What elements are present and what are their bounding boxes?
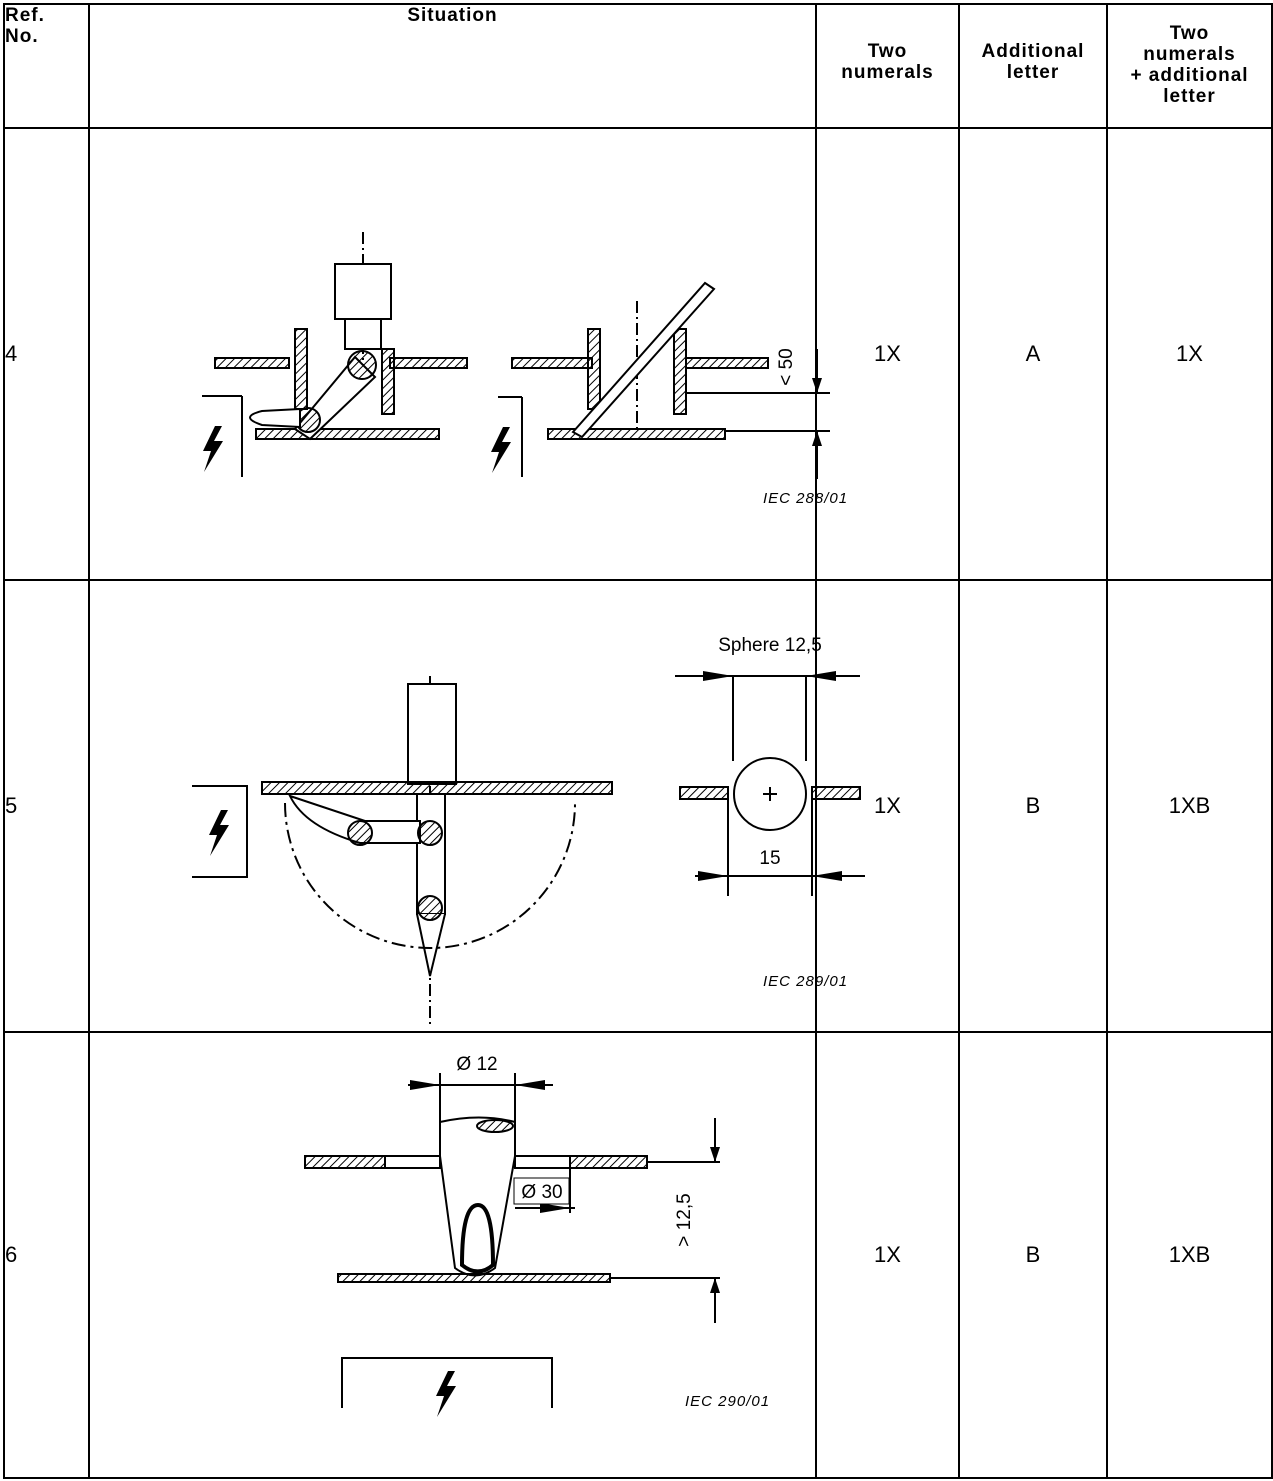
table-row: 6: [3, 1031, 1273, 1479]
dimension-label-6: > 12,5: [674, 1193, 695, 1246]
header-two-numerals: Two numerals: [815, 3, 960, 129]
ref-number: 5: [3, 579, 90, 1033]
iec-label-6: IEC 290/01: [685, 1393, 770, 1410]
header-ref-text: Ref. No.: [5, 5, 45, 47]
additional-letter-cell: B: [958, 579, 1108, 1033]
two-numerals-cell: 1X: [815, 127, 960, 581]
header-combined: Two numerals + additional letter: [1106, 3, 1273, 129]
dia-mid-label: Ø 30: [521, 1182, 562, 1203]
figure-288-drawing: < 50 IEC 288/01: [202, 232, 847, 507]
header-combined-text: Two numerals + additional letter: [1130, 23, 1249, 107]
header-additional-letter-text: Additional letter: [981, 41, 1085, 83]
two-numerals-cell: 1X: [815, 1031, 960, 1479]
header-row: Ref. No. Situation Two numerals Addition…: [3, 3, 1273, 129]
iec-label-4: IEC 288/01: [763, 490, 848, 507]
width-label: 15: [759, 848, 780, 869]
header-ref-no: Ref. No.: [3, 3, 90, 129]
situation-figure-4: < 50 IEC 288/01: [88, 127, 847, 581]
header-additional-letter: Additional letter: [958, 3, 1108, 129]
dimension-label-4: < 50: [776, 348, 797, 386]
situation-figure-5: Sphere 12,5 15 IEC 289/01: [88, 579, 865, 1033]
figure-290-drawing: Ø 12 Ø 30 > 12,5 IEC 290/01: [304, 1054, 770, 1417]
combined-cell: 1X: [1106, 127, 1273, 581]
two-numerals-cell: 1X: [815, 579, 960, 1033]
table-row: 4: [3, 127, 1273, 581]
iec-label-5: IEC 289/01: [763, 973, 848, 990]
classification-table: Ref. No. Situation Two numerals Addition…: [3, 3, 1273, 1479]
dia-mid-box: [513, 1177, 570, 1205]
ref-number: 6: [3, 1031, 90, 1479]
header-situation: Situation: [88, 3, 817, 129]
table-row: 5: [3, 579, 1273, 1033]
sphere-label: Sphere 12,5: [718, 635, 822, 656]
additional-letter-cell: A: [958, 127, 1108, 581]
situation-figure-6: Ø 12 Ø 30 > 12,5 IEC 290/01: [88, 1031, 817, 1479]
combined-cell: 1XB: [1106, 1031, 1273, 1479]
figure-289-drawing: Sphere 12,5 15 IEC 289/01: [192, 635, 865, 1026]
header-two-numerals-text: Two numerals: [841, 41, 934, 83]
header-situation-text: Situation: [407, 5, 498, 26]
additional-letter-cell: B: [958, 1031, 1108, 1479]
ref-number: 4: [3, 127, 90, 581]
dia-top-label: Ø 12: [456, 1054, 497, 1075]
combined-cell: 1XB: [1106, 579, 1273, 1033]
